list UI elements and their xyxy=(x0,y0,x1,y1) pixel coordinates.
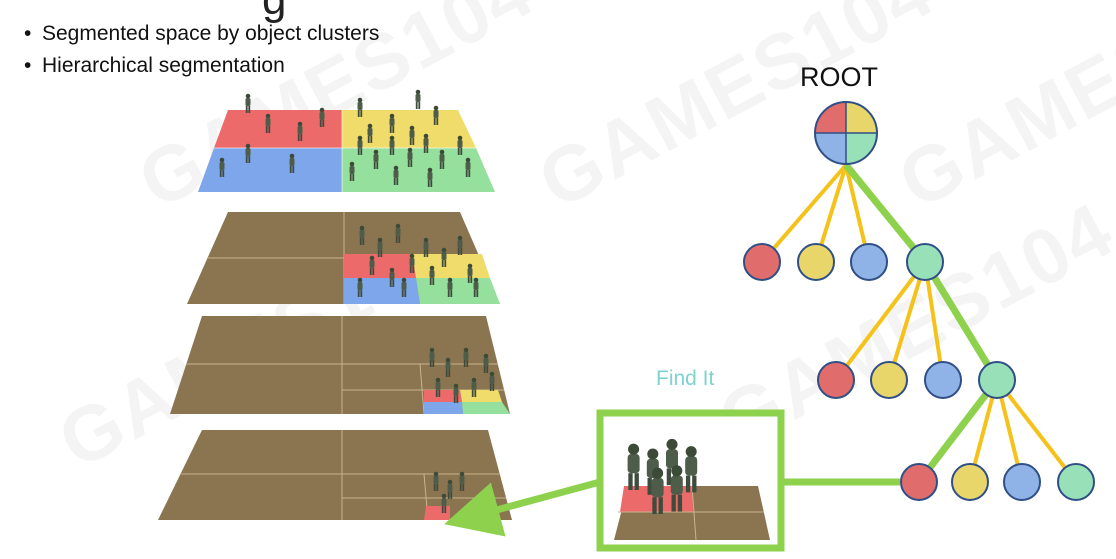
tree-node-blue xyxy=(850,243,888,281)
layer-2-plane xyxy=(187,212,500,304)
quad-blue xyxy=(198,148,342,192)
tree-node-yellow xyxy=(951,463,989,501)
slide-title-fragment: g xyxy=(262,0,286,22)
quad-yellow xyxy=(342,110,476,148)
find-arrow xyxy=(444,478,601,537)
bullet-text: Hierarchical segmentation xyxy=(42,54,285,77)
bullet-dot-icon: • xyxy=(24,54,32,77)
tree-node-green xyxy=(906,243,944,281)
tree-node-red xyxy=(817,361,855,399)
bullet-dot-icon: • xyxy=(24,22,32,45)
bullet-item: • Hierarchical segmentation xyxy=(24,52,379,80)
tree-node-green xyxy=(1057,463,1095,501)
tree-edges xyxy=(760,162,1078,486)
tree-node-blue xyxy=(1003,463,1041,501)
find-it-label: Find It xyxy=(656,367,715,390)
bullet-text: Segmented space by object clusters xyxy=(42,22,380,45)
bullet-item: • Segmented space by object clusters xyxy=(24,20,379,48)
tree-node-green xyxy=(978,361,1016,399)
quad-green xyxy=(342,148,495,192)
tree-node-yellow xyxy=(797,243,835,281)
tree-node-red-found xyxy=(900,463,938,501)
root-node xyxy=(814,101,878,165)
bullet-list: • Segmented space by object clusters • Hie… xyxy=(24,20,379,84)
tree-node-yellow xyxy=(870,361,908,399)
tree-node-blue xyxy=(924,361,962,399)
layer-1-plane xyxy=(198,110,495,192)
quad-red xyxy=(214,110,342,148)
tree-node-red xyxy=(743,243,781,281)
zoom-box xyxy=(596,409,785,552)
layer-4-plane xyxy=(158,430,512,521)
root-label: ROOT xyxy=(800,62,878,92)
layer-3-plane xyxy=(170,316,510,415)
